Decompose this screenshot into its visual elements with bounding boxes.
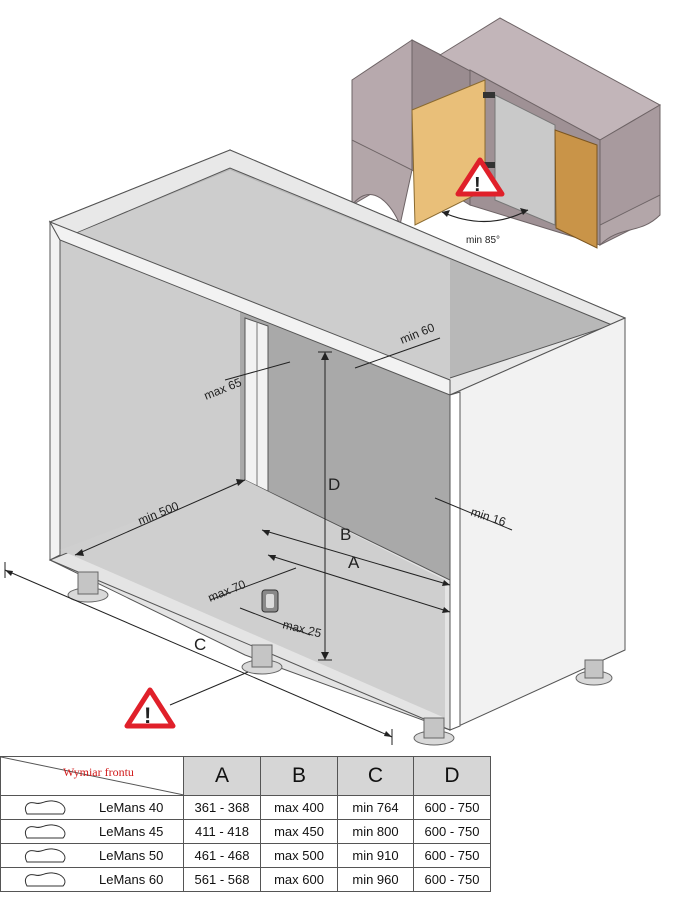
hinge-icon	[261, 589, 279, 613]
table-row: LeMans 50 461 - 468 max 500 min 910 600 …	[0, 843, 491, 868]
cell-d: 600 - 750	[413, 819, 491, 844]
hinge-top	[483, 92, 495, 98]
label-c: C	[194, 635, 206, 654]
model-cell: LeMans 50	[0, 843, 184, 868]
cell-b: max 450	[260, 819, 338, 844]
warning-icon: !	[124, 687, 176, 729]
model-cell: LeMans 45	[0, 819, 184, 844]
model-cell: LeMans 60	[0, 867, 184, 892]
label-a: A	[348, 553, 360, 572]
model-name: LeMans 50	[99, 848, 164, 863]
table-corner-cell: Wymiar frontu	[0, 756, 184, 796]
warning-icon: !	[455, 157, 505, 197]
cell-a: 461 - 468	[183, 843, 261, 868]
main-cabinet	[48, 149, 627, 746]
tray-shape-icon	[24, 872, 66, 887]
cell-b: max 600	[260, 867, 338, 892]
cell-d: 600 - 750	[413, 867, 491, 892]
model-name: LeMans 45	[99, 824, 164, 839]
leveling-foot	[241, 644, 283, 675]
table-header-row: Wymiar frontu A B C D	[0, 756, 491, 796]
angle-label: min 85°	[466, 235, 500, 246]
table-row: LeMans 45 411 - 418 max 450 min 800 600 …	[0, 819, 491, 844]
inset-corner-cabinet: min 85° !	[351, 17, 662, 249]
label-d: D	[328, 475, 340, 494]
leveling-foot	[575, 659, 613, 686]
column-header-d: D	[413, 756, 491, 796]
column-header-c: C	[337, 756, 414, 796]
model-name: LeMans 40	[99, 800, 164, 815]
tray-shape-icon	[24, 800, 66, 815]
model-name: LeMans 60	[99, 872, 164, 887]
model-cell: LeMans 40	[0, 795, 184, 820]
column-header-a: A	[183, 756, 261, 796]
tray-shape-icon	[24, 848, 66, 863]
leveling-foot	[413, 717, 455, 746]
cell-a: 361 - 368	[183, 795, 261, 820]
corner-diagonal	[1, 757, 184, 795]
front-dimension-table: Wymiar frontu A B C D LeMans 40 361 - 36…	[0, 756, 491, 892]
cell-b: max 500	[260, 843, 338, 868]
table-row: LeMans 60 561 - 568 max 600 min 960 600 …	[0, 867, 491, 892]
column-header-b: B	[260, 756, 338, 796]
cell-c: min 910	[337, 843, 414, 868]
cell-a: 411 - 418	[183, 819, 261, 844]
cell-d: 600 - 750	[413, 795, 491, 820]
warning-icon-glyph: !	[144, 703, 151, 728]
cell-b: max 400	[260, 795, 338, 820]
dimension-arrowheads	[5, 352, 450, 737]
cell-d: 600 - 750	[413, 843, 491, 868]
dimension-lines	[4, 337, 513, 745]
cell-c: min 800	[337, 819, 414, 844]
table-row: LeMans 40 361 - 368 max 400 min 764 600 …	[0, 795, 491, 820]
corner-label: Wymiar frontu	[63, 765, 134, 779]
cell-a: 561 - 568	[183, 867, 261, 892]
right-door-panel	[554, 129, 598, 249]
cabinet-dimension-drawing: min 85° !	[4, 17, 662, 746]
leveling-foot	[67, 571, 109, 603]
hinge-bottom	[483, 162, 495, 168]
cell-c: min 764	[337, 795, 414, 820]
tray-shape-icon	[24, 824, 66, 839]
warning-icon-glyph: !	[474, 174, 481, 196]
label-b: B	[340, 525, 351, 544]
cell-c: min 960	[337, 867, 414, 892]
